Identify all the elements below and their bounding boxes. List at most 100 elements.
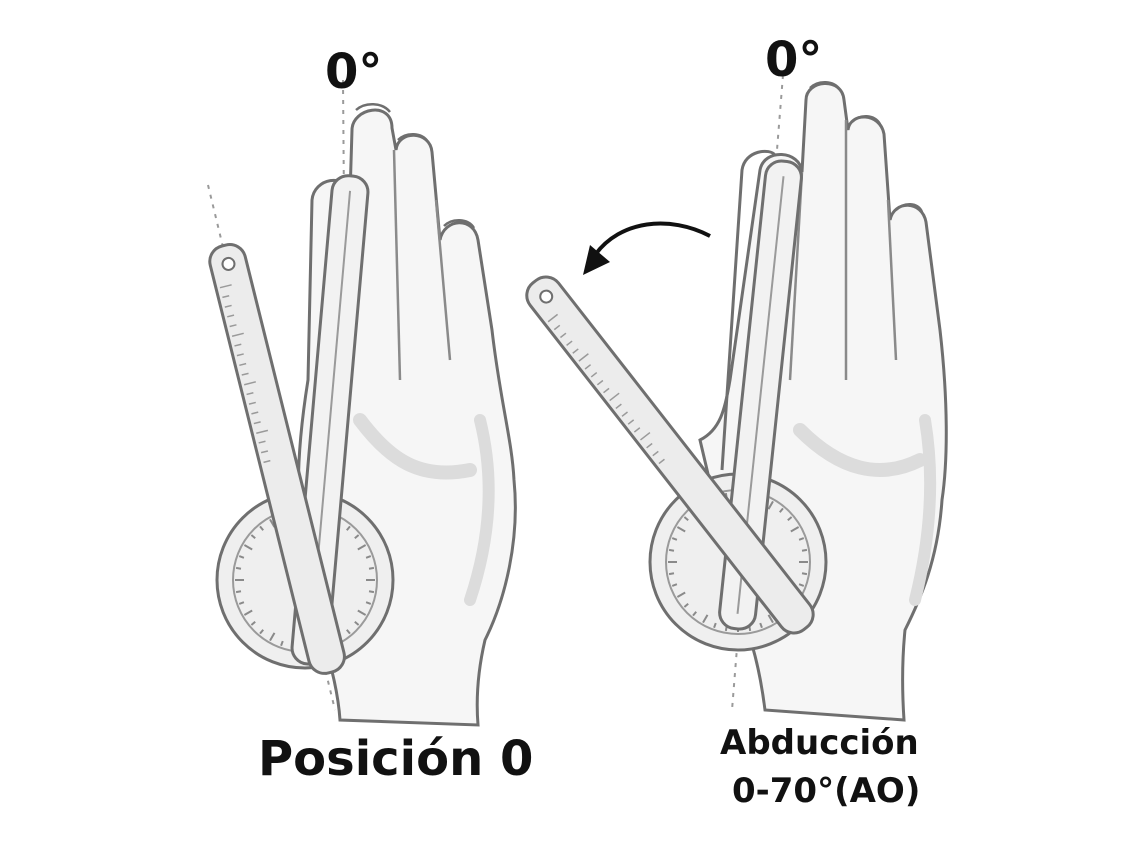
right-edge-shadow — [909, 414, 937, 606]
protractor-tick — [668, 572, 675, 576]
protractor-tick — [767, 614, 774, 624]
right-angle-label: 0° — [765, 32, 823, 88]
right-nail-1 — [809, 81, 842, 91]
ruler-tick — [243, 381, 256, 386]
protractor-tick — [801, 572, 808, 576]
ruler-tick — [553, 324, 561, 331]
ruler-tick — [615, 403, 622, 410]
protractor-tick — [354, 534, 360, 539]
ruler-tick — [658, 458, 665, 465]
left-finger-line-2 — [392, 149, 402, 381]
right-palm-shadow — [793, 423, 927, 477]
ruler-tick — [603, 387, 610, 394]
protractor-tick — [713, 622, 717, 629]
protractor-tick — [790, 526, 800, 533]
protractor-tick — [250, 534, 256, 539]
ruler-tick — [246, 392, 254, 396]
protractor-tick — [798, 583, 805, 587]
ruler-tick — [251, 411, 259, 415]
protractor-tick — [368, 590, 375, 594]
protractor-tick — [767, 500, 774, 510]
protractor-tick — [357, 544, 367, 551]
ruler-tick — [260, 450, 269, 454]
protractor-tick — [671, 537, 678, 541]
protractor-tick — [692, 611, 697, 617]
ruler-tick — [609, 392, 620, 402]
ruler-tick — [219, 284, 232, 289]
protractor-tick — [365, 601, 372, 605]
ruler-tick — [224, 304, 232, 308]
protractor-tick — [259, 525, 264, 531]
ruler-tick — [590, 372, 598, 378]
ruler-tick — [596, 379, 604, 386]
right-nail-3 — [895, 203, 924, 213]
ruler-tick — [646, 442, 653, 449]
protractor-tick — [235, 566, 242, 570]
protractor-tick — [243, 544, 253, 551]
left-edge-shadow — [464, 414, 495, 606]
ruler-tick — [547, 313, 559, 323]
ruler-tick — [578, 353, 589, 362]
protractor-tick — [238, 601, 245, 605]
ruler-tick — [222, 294, 230, 299]
protractor-tick — [368, 566, 375, 570]
ruler-tick — [559, 332, 567, 339]
ruler-tick — [239, 362, 247, 367]
protractor-tick — [250, 621, 256, 626]
left-nail-2 — [397, 133, 430, 143]
protractor-tick — [759, 622, 763, 629]
ruler-tick — [652, 450, 659, 457]
ruler-tick — [256, 429, 269, 434]
ruler-tick — [633, 427, 641, 433]
right-caption-line-2: 0-70°(AO) — [732, 771, 921, 811]
protractor-tick — [346, 525, 351, 531]
ruler-tick — [621, 411, 628, 417]
ruler-tick — [263, 459, 271, 464]
protractor-tick — [346, 629, 351, 635]
arrow-head-icon — [583, 245, 610, 275]
protractor-tick — [787, 516, 793, 521]
left-moving-arm — [208, 243, 346, 675]
ruler-tick — [566, 340, 573, 346]
left-caption: Posición 0 — [258, 731, 534, 787]
protractor-tick — [668, 548, 675, 552]
protractor-tick — [243, 609, 253, 616]
ruler-tick — [231, 332, 244, 337]
protractor-tick — [280, 640, 284, 647]
protractor-tick — [269, 632, 276, 642]
abduction-direction-arrow — [593, 221, 711, 257]
ruler-tick — [236, 353, 244, 357]
right-finger-line-1 — [788, 171, 804, 381]
ruler-tick — [627, 419, 635, 425]
protractor-tick — [683, 603, 689, 608]
ruler-tick — [253, 421, 261, 425]
right-moving-arm — [525, 275, 815, 635]
ruler-tick — [572, 348, 579, 354]
protractor-tick — [676, 526, 686, 533]
right-nail-2 — [851, 115, 882, 125]
left-palm-shadow — [353, 413, 477, 480]
left-vertical-reference-line — [342, 79, 346, 331]
left-hand-illustration — [207, 79, 517, 727]
protractor-tick — [801, 548, 808, 552]
ruler-tick — [234, 343, 242, 347]
ruler-tick — [229, 324, 237, 328]
protractor-tick — [259, 629, 264, 635]
ruler-tick — [241, 372, 249, 376]
protractor-tick — [357, 609, 367, 616]
protractor-tick — [671, 583, 678, 587]
ruler-tick — [584, 364, 592, 370]
protractor-tick — [238, 555, 245, 559]
ruler-tick — [258, 440, 266, 444]
left-nail-3 — [443, 219, 476, 229]
ruler-tick — [227, 314, 235, 318]
right-index-finger — [720, 149, 777, 471]
protractor-tick — [354, 621, 360, 626]
ruler-tick — [248, 401, 256, 405]
protractor-tick — [676, 591, 686, 598]
ruler-tick — [640, 431, 651, 441]
protractor-tick — [365, 555, 372, 559]
right-hand-illustration — [525, 74, 948, 722]
